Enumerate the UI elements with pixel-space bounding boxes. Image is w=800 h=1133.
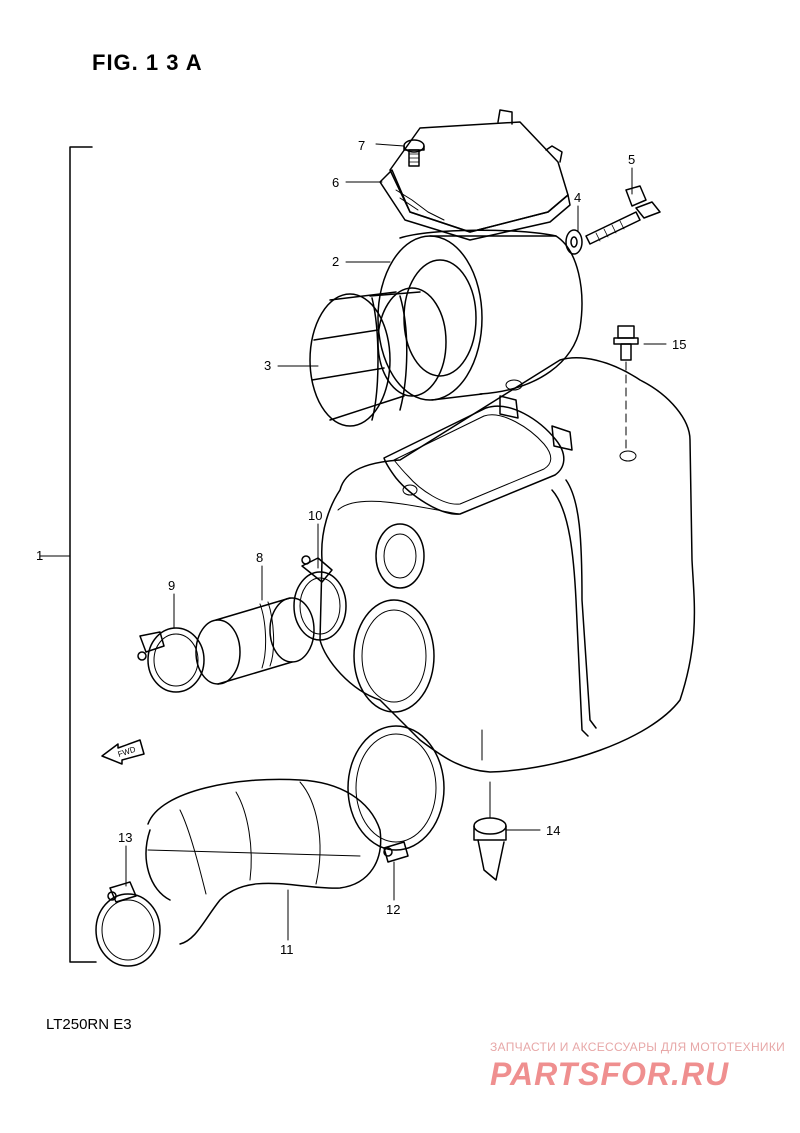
callout-3: 3 xyxy=(264,358,271,373)
part-4-washer xyxy=(565,229,583,255)
part-15-bolt xyxy=(613,325,639,451)
part-7-screw xyxy=(403,139,425,167)
callout-12: 12 xyxy=(386,902,400,917)
callout-labels: 1 2 3 4 5 6 7 8 9 10 11 12 13 14 15 xyxy=(36,138,686,957)
part-5-wing-bolt xyxy=(585,185,661,245)
callout-5: 5 xyxy=(628,152,635,167)
model-label: LT250RN E3 xyxy=(46,1016,132,1033)
callout-11: 11 xyxy=(280,942,294,957)
part-11-intake-hose xyxy=(145,725,445,945)
callout-14: 14 xyxy=(546,823,560,838)
assembly-bracket xyxy=(39,146,97,963)
watermark-subtitle: ЗАПЧАСТИ И АКСЕССУАРЫ ДЛЯ МОТОТЕХНИКИ xyxy=(490,1040,786,1054)
callout-1: 1 xyxy=(36,548,43,563)
part-14-drain xyxy=(473,817,507,881)
watermark-brand: PARTSFOR.RU xyxy=(490,1056,730,1092)
part-6-cap xyxy=(379,109,571,241)
callout-2: 2 xyxy=(332,254,339,269)
fwd-arrow-icon: FWD xyxy=(101,739,145,765)
part-9-clamp xyxy=(137,627,205,693)
part-8-connector-tube xyxy=(195,597,315,685)
callout-8: 8 xyxy=(256,550,263,565)
part-2-filter-element xyxy=(377,229,583,401)
part-12-clamp xyxy=(383,841,409,863)
callout-7: 7 xyxy=(358,138,365,153)
callout-13: 13 xyxy=(118,830,132,845)
callout-4: 4 xyxy=(574,190,581,205)
callout-6: 6 xyxy=(332,175,339,190)
part-10-clamp xyxy=(293,555,347,641)
callout-10: 10 xyxy=(308,508,322,523)
part-13-clamp xyxy=(95,881,161,967)
callout-9: 9 xyxy=(168,578,175,593)
leader-lines xyxy=(125,143,667,941)
figure-title: FIG. 1 3 A xyxy=(92,50,203,75)
part-3-cage xyxy=(309,287,447,427)
callout-15: 15 xyxy=(672,337,686,352)
part-1-air-cleaner-case xyxy=(319,357,696,773)
